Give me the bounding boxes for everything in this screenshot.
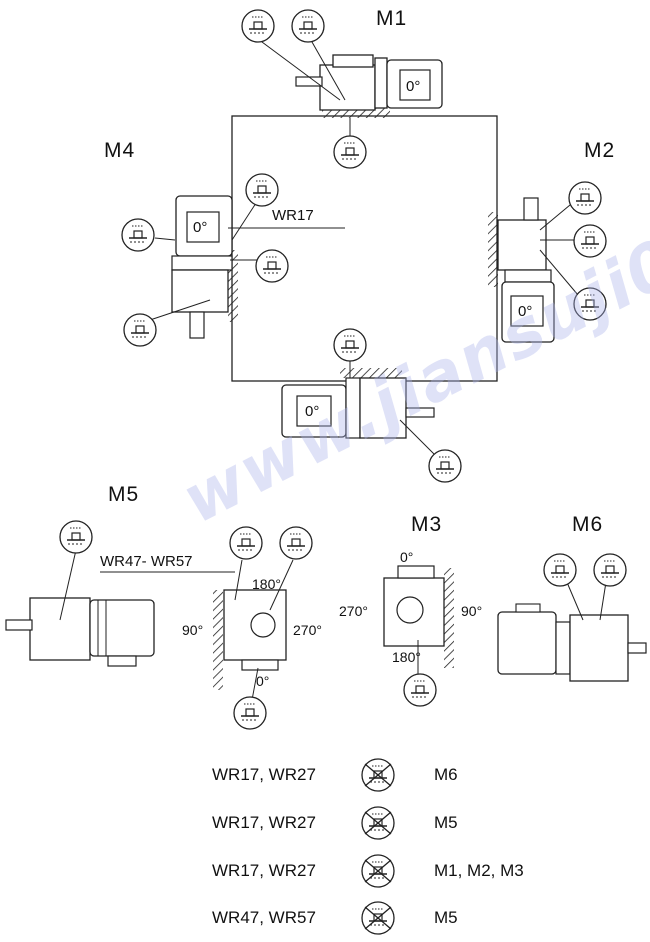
m3-angle-0: 0° (400, 549, 414, 565)
table-row-3-positions: M1, M2, M3 (434, 861, 524, 880)
m5-angle-90: 90° (182, 622, 204, 638)
table-icon-3 (362, 855, 394, 887)
m5-side-unit (5, 597, 155, 667)
m2-unit (488, 197, 555, 343)
m4-unit (171, 195, 238, 339)
position-label-m4: M4 (104, 139, 136, 162)
position-label-m3: M3 (411, 513, 443, 536)
table-row-1-models: WR17, WR27 (212, 765, 316, 784)
table-row-4-positions: M5 (434, 908, 458, 927)
wr17-label: WR17 (272, 207, 314, 224)
motor-angle-m4: 0° (193, 219, 208, 236)
table-row-1-positions: M6 (434, 765, 458, 784)
table-icon-1 (362, 759, 394, 791)
position-label-m1: M1 (376, 7, 408, 30)
table-row-4-models: WR47, WR57 (212, 908, 316, 927)
m5-angle-0: 0° (256, 673, 270, 689)
m3-angle-270: 270° (339, 603, 368, 619)
m5-front-unit (213, 589, 287, 690)
motor-angle-m1: 0° (406, 78, 421, 95)
m5-angle-180: 180° (252, 576, 281, 592)
motor-angle-m2: 0° (518, 303, 533, 320)
m1-unit (295, 54, 443, 118)
m5-angle-270: 270° (293, 622, 322, 638)
m6-unit (497, 603, 647, 682)
table-row-3-models: WR17, WR27 (212, 861, 316, 880)
m3-angle-180: 180° (392, 649, 421, 665)
m3-front-unit (383, 565, 454, 668)
m3-bottom-unit (281, 368, 435, 439)
table-icon-2 (362, 807, 394, 839)
position-label-m2: M2 (584, 139, 616, 162)
position-label-m5: M5 (108, 483, 140, 506)
table-icon-4 (362, 902, 394, 934)
position-label-m6: M6 (572, 513, 604, 536)
table-row-2-positions: M5 (434, 813, 458, 832)
motor-angle-m3: 0° (305, 403, 320, 420)
table-row-2-models: WR17, WR27 (212, 813, 316, 832)
wr47-57-label: WR47- WR57 (100, 553, 193, 570)
m3-angle-90: 90° (461, 603, 483, 619)
